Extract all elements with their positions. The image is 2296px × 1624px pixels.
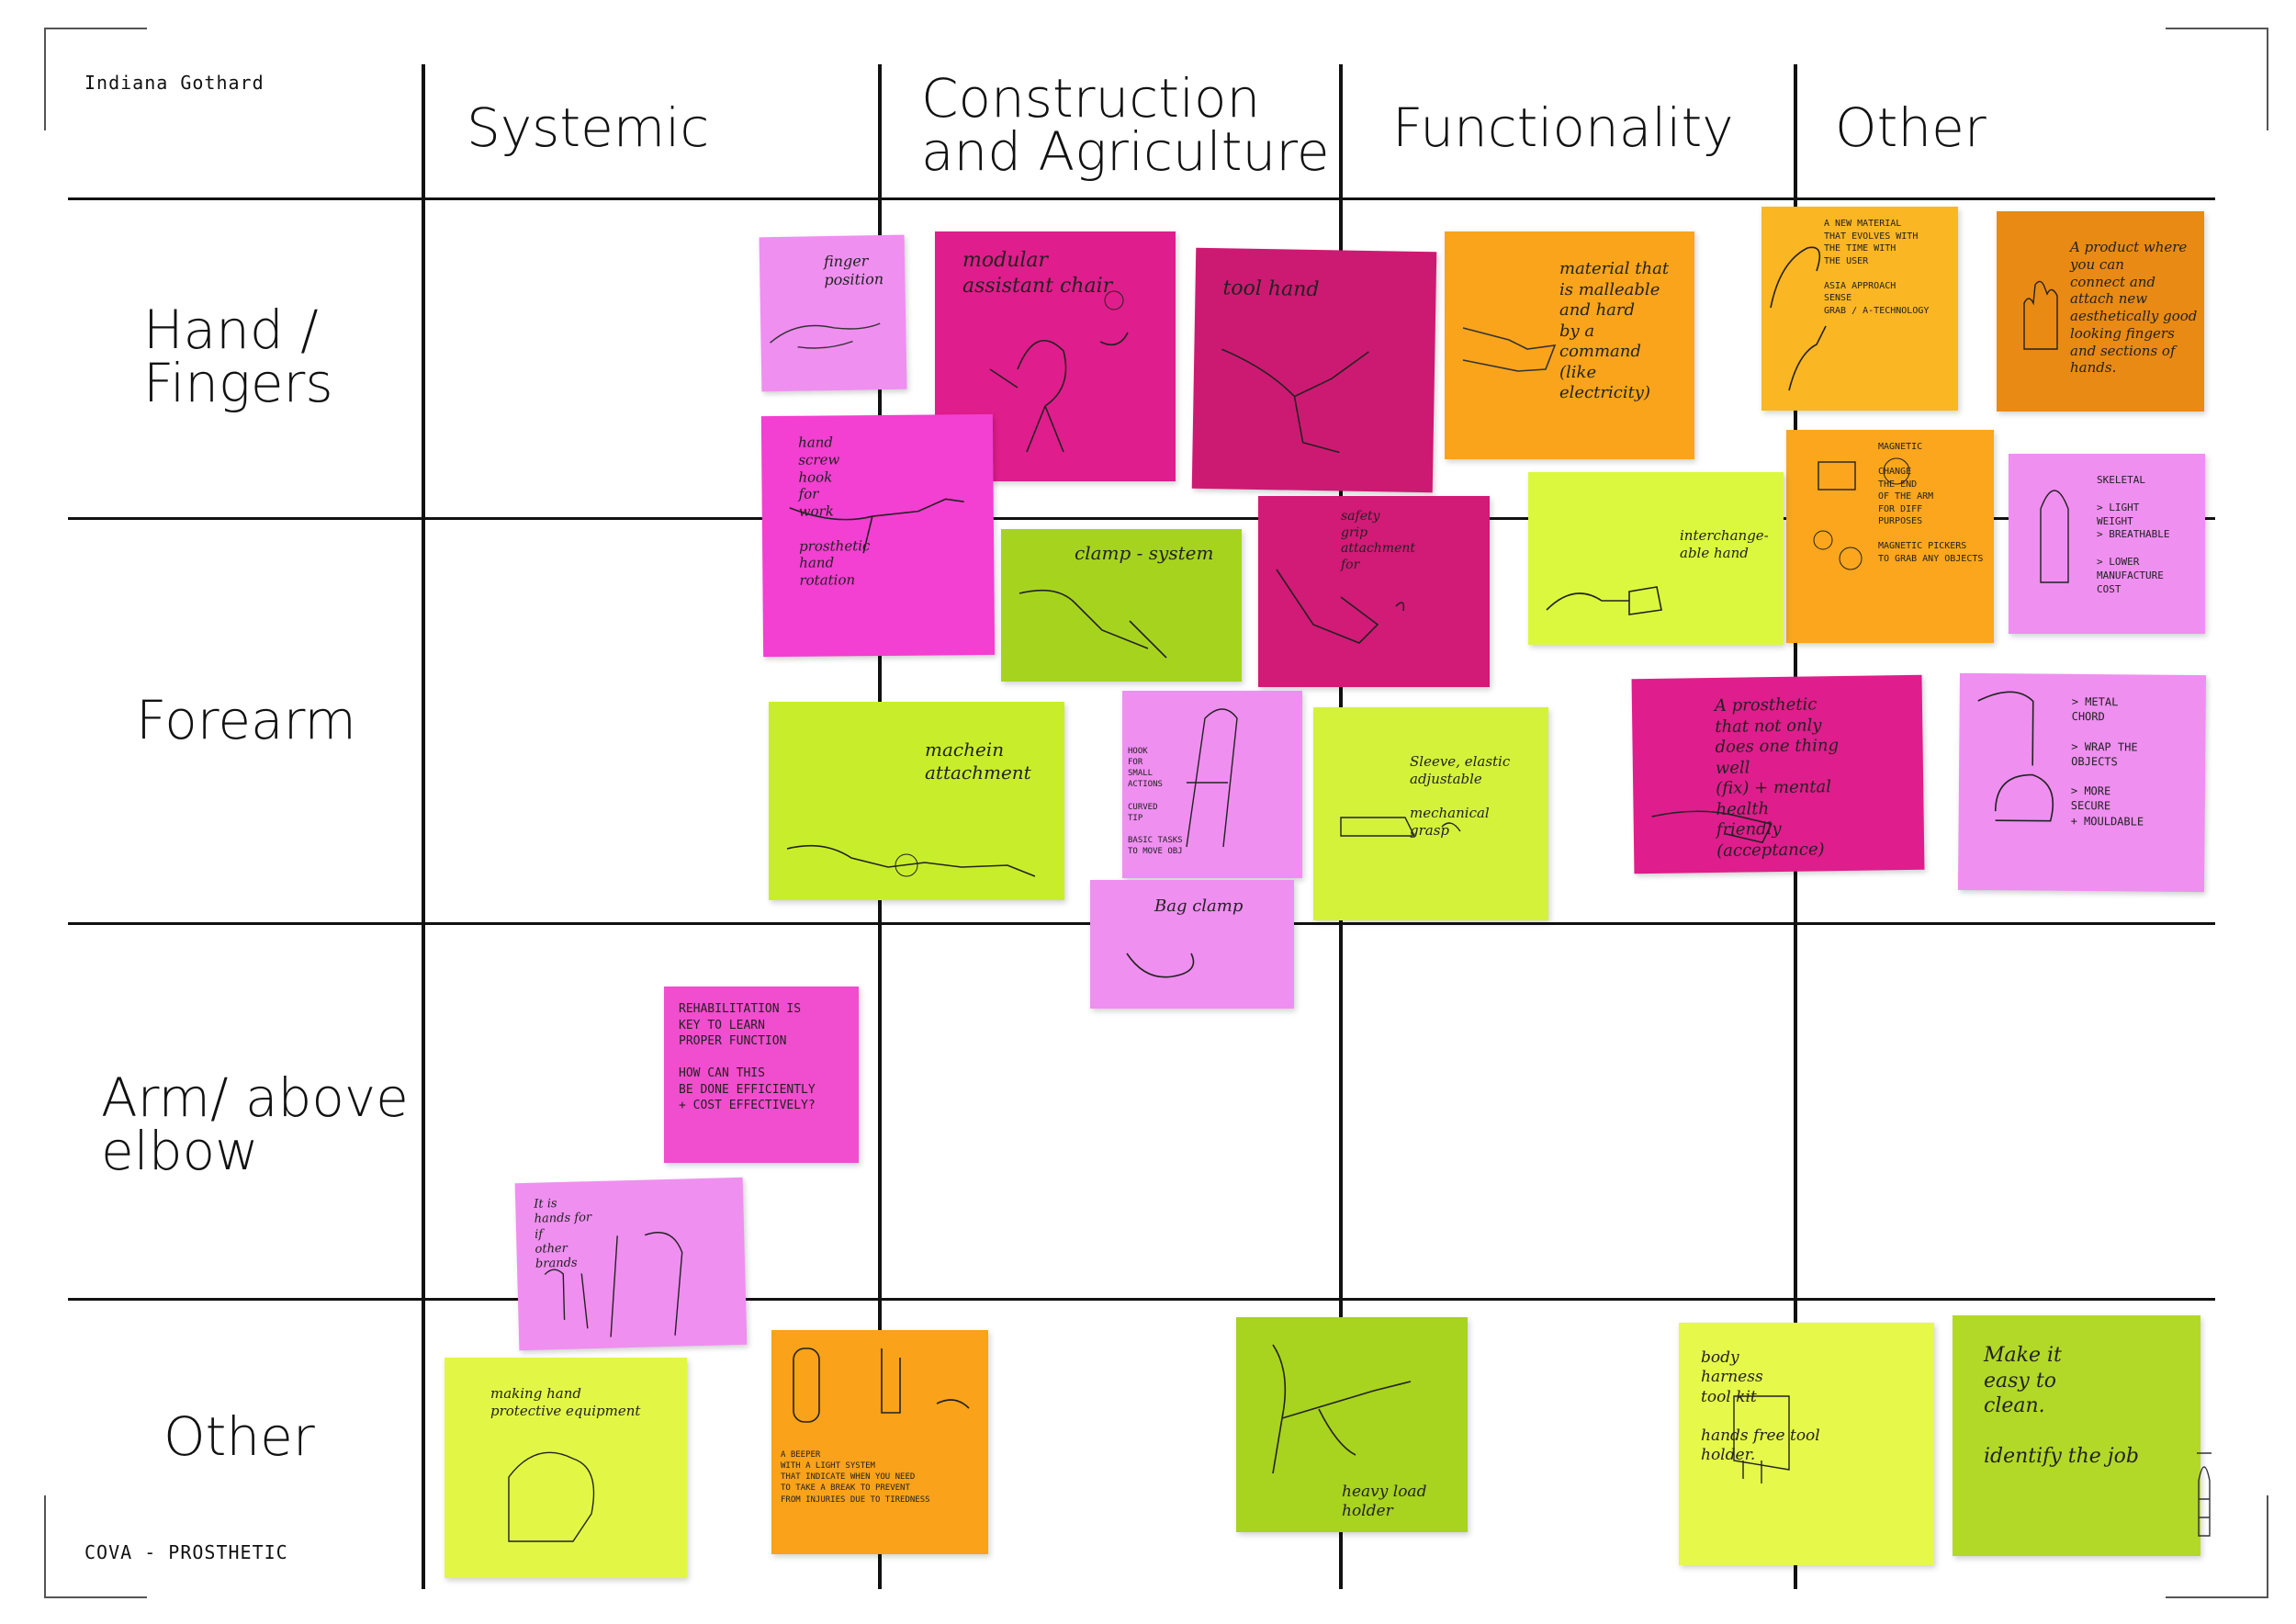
- hand-evolve-sketch-icon: [1770, 246, 1827, 391]
- skeletal-arm-icon: [2040, 490, 2069, 583]
- sticky-note-magnetic[interactable]: MAGNETIC CHANGE THE END OF THE ARM FOR D…: [1786, 430, 1994, 643]
- protective-glove-icon: [508, 1451, 595, 1542]
- grid-line-col-1: [422, 64, 425, 1589]
- note-text: Make it easy to clean. identify the job: [1984, 1344, 2139, 1468]
- harness-sketch-icon: [1733, 1395, 1790, 1483]
- frame-corner-top-left: [44, 28, 147, 130]
- prosthetic-arm-icon: [1651, 810, 1773, 844]
- note-text: interchange- able hand: [1680, 527, 1769, 561]
- row-header-forearm: Forearm: [136, 689, 356, 751]
- note-text: A BEEPER WITH A LIGHT SYSTEM THAT INDICA…: [781, 1450, 930, 1505]
- note-text: clamp - system: [1075, 542, 1214, 564]
- note-text: SKELETAL > LIGHT WEIGHT > BREATHABLE > L…: [2097, 474, 2170, 595]
- load-holder-icon: [1272, 1344, 1412, 1474]
- magnetic-sketch-icon: [1813, 457, 1910, 570]
- grid-line-row-1: [68, 517, 2215, 520]
- sticky-note-metal-chord[interactable]: > METAL CHORD > WRAP THE OBJECTS > MORE …: [1957, 672, 2207, 893]
- sticky-note-connect-fingers[interactable]: A product where you can connect and atta…: [1997, 211, 2204, 412]
- note-text: HOOK FOR SMALL ACTIONS CURVED TIP BASIC …: [1128, 747, 1183, 857]
- row-header-hand-fingers: Hand / Fingers: [143, 299, 333, 414]
- beeper-device-icon: [793, 1348, 970, 1423]
- note-text: body harness tool kit hands free tool ho…: [1701, 1348, 1820, 1465]
- finger-sketch-icon: [770, 322, 881, 349]
- frame-corner-bottom-left: [44, 1495, 147, 1598]
- note-text: machein attachment: [925, 739, 1031, 784]
- sticky-note-finger-position[interactable]: finger position: [759, 234, 907, 392]
- sticky-note-arm-sketch[interactable]: It is hands for if other brands: [514, 1177, 748, 1351]
- sticky-note-interchangeable-hand[interactable]: interchange- able hand: [1528, 472, 1784, 645]
- note-text: Sleeve, elastic adjustable mechanical gr…: [1410, 753, 1511, 839]
- grid-line-header: [68, 197, 2215, 200]
- chair-sketch-icon: [989, 290, 1129, 453]
- hand-outline-icon: [2023, 280, 2058, 350]
- sticky-note-hook-small-actions[interactable]: HOOK FOR SMALL ACTIONS CURVED TIP BASIC …: [1122, 691, 1302, 878]
- frame-corner-top-right: [2166, 28, 2268, 130]
- machine-attachment-icon: [786, 844, 1036, 877]
- note-text: safety grip attachment for: [1341, 509, 1416, 572]
- tool-hand-sketch-icon: [1221, 348, 1369, 454]
- sticky-note-clamp-system[interactable]: clamp - system: [1001, 529, 1242, 682]
- sticky-note-easy-clean[interactable]: Make it easy to clean. identify the job: [1953, 1315, 2200, 1556]
- sticky-note-tool-hand[interactable]: tool hand: [1191, 247, 1437, 493]
- metal-chord-icon: [1977, 691, 2054, 822]
- note-text: material that is malleable and hard by a…: [1559, 259, 1670, 402]
- note-text: A NEW MATERIAL THAT EVOLVES WITH THE TIM…: [1824, 219, 1930, 316]
- note-text: making hand protective equipment: [490, 1385, 641, 1419]
- column-header-construction: Construction and Agriculture: [921, 67, 1330, 183]
- column-header-systemic: Systemic: [467, 96, 710, 159]
- sleeve-sketch-icon: [1340, 817, 1461, 837]
- sticky-note-beeper[interactable]: A BEEPER WITH A LIGHT SYSTEM THAT INDICA…: [771, 1330, 988, 1554]
- note-text: heavy load holder: [1342, 1483, 1427, 1521]
- footer-title: COVA - PROSTHETIC: [84, 1541, 288, 1563]
- row-header-other: Other: [163, 1405, 315, 1468]
- sticky-note-heavy-load[interactable]: heavy load holder: [1236, 1317, 1468, 1532]
- bag-clamp-icon: [1126, 953, 1195, 978]
- column-header-functionality: Functionality: [1392, 96, 1734, 159]
- sticky-note-sleeve-elastic[interactable]: Sleeve, elastic adjustable mechanical gr…: [1313, 707, 1548, 920]
- frame-corner-bottom-right: [2166, 1495, 2268, 1598]
- note-text: MAGNETIC CHANGE THE END OF THE ARM FOR D…: [1878, 442, 1984, 564]
- grip-sketch-icon: [1276, 569, 1405, 644]
- sticky-note-rehabilitation[interactable]: REHABILITATION IS KEY TO LEARN PROPER FU…: [664, 987, 859, 1163]
- clamp-sketch-icon: [1019, 589, 1167, 659]
- author-name: Indiana Gothard: [84, 72, 264, 94]
- screw-hand-sketch-icon: [789, 498, 964, 554]
- sticky-note-malleable-material[interactable]: material that is malleable and hard by a…: [1445, 231, 1694, 459]
- column-header-other: Other: [1835, 96, 1986, 159]
- hook-pole-icon: [1186, 708, 1238, 848]
- material-sketch-icon: [1462, 327, 1557, 372]
- sticky-note-safety-grip[interactable]: safety grip attachment for: [1258, 496, 1490, 687]
- interchangeable-hand-icon: [1546, 586, 1662, 615]
- sticky-note-tool-kit[interactable]: body harness tool kit hands free tool ho…: [1679, 1323, 1934, 1565]
- sticky-note-protective-equipment[interactable]: making hand protective equipment: [445, 1358, 687, 1578]
- sticky-note-mental-health[interactable]: A prosthetic that not only does one thin…: [1631, 674, 1925, 874]
- sticky-note-new-material[interactable]: A NEW MATERIAL THAT EVOLVES WITH THE TIM…: [1761, 207, 1958, 411]
- sticky-note-bag-clamp[interactable]: Bag clamp: [1090, 880, 1294, 1009]
- note-text: REHABILITATION IS KEY TO LEARN PROPER FU…: [679, 1002, 816, 1113]
- row-header-arm-above-elbow: Arm/ above elbow: [101, 1066, 409, 1182]
- note-text: modular assistant chair: [962, 249, 1113, 298]
- arm-sketch-icon: [544, 1232, 683, 1337]
- note-text: A product where you can connect and atta…: [2070, 239, 2198, 377]
- prosthetic-logo-icon: [2197, 1452, 2212, 1537]
- sticky-note-machine-attachment[interactable]: machein attachment: [769, 702, 1064, 900]
- grid-line-row-3: [68, 1298, 2215, 1301]
- note-text: Bag clamp: [1154, 897, 1244, 916]
- sticky-note-skeletal[interactable]: SKELETAL > LIGHT WEIGHT > BREATHABLE > L…: [2009, 454, 2205, 634]
- sticky-note-hand-screw[interactable]: hand screw hook for work prosthetic hand…: [760, 413, 996, 658]
